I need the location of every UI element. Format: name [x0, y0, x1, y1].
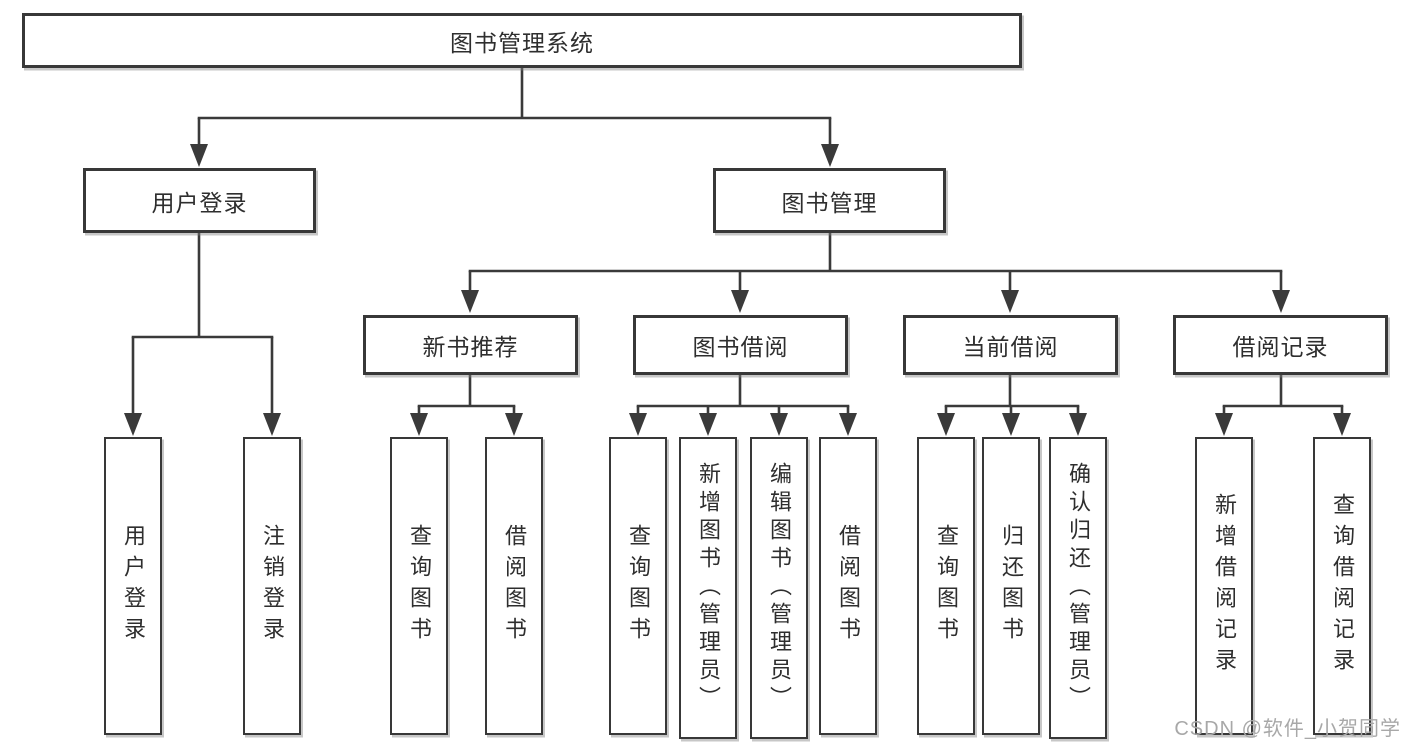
node-current-borrowing: 当前借阅: [903, 315, 1118, 375]
leaf-logout-login: 注销登录: [243, 437, 301, 735]
leaf-query-books-borrow: 查询图书: [609, 437, 667, 735]
watermark-csdn: CSDN @软件_小贺同学: [1174, 718, 1401, 740]
leaf-confirm-return-admin: 确认归还（管理员）: [1049, 437, 1107, 739]
leaf-edit-books-admin: 编辑图书（管理员）: [750, 437, 808, 739]
leaf-borrow-books-borrow: 借阅图书: [819, 437, 877, 735]
leaf-borrow-books-recommend: 借阅图书: [485, 437, 543, 735]
leaf-user-login: 用户登录: [104, 437, 162, 735]
leaf-query-books-recommend: 查询图书: [390, 437, 448, 735]
node-new-book-recommendation: 新书推荐: [363, 315, 578, 375]
leaf-query-books-current: 查询图书: [917, 437, 975, 735]
leaf-add-borrow-record: 新增借阅记录: [1195, 437, 1253, 735]
leaf-query-borrow-record: 查询借阅记录: [1313, 437, 1371, 735]
leaf-return-books: 归还图书: [982, 437, 1040, 735]
node-user-login: 用户登录: [83, 168, 316, 233]
node-library-management-system: 图书管理系统: [22, 13, 1022, 68]
leaf-add-books-admin: 新增图书（管理员）: [679, 437, 737, 739]
node-book-borrowing: 图书借阅: [633, 315, 848, 375]
node-book-management: 图书管理: [713, 168, 946, 233]
node-borrowing-records: 借阅记录: [1173, 315, 1388, 375]
